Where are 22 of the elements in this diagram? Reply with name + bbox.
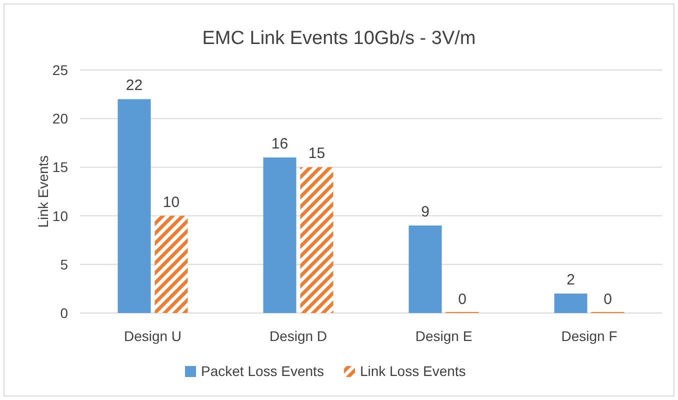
axis-tick-label: 10 <box>52 208 68 224</box>
data-label: 16 <box>271 135 288 152</box>
category-label: Design E <box>415 328 472 344</box>
axis-tick-label: 0 <box>60 305 68 321</box>
data-label: 0 <box>458 291 466 308</box>
legend-label: Link Loss Events <box>360 363 466 379</box>
axis-tick-label: 25 <box>52 62 68 78</box>
axis-tick-label: 15 <box>52 159 68 176</box>
category-label: Design F <box>561 328 618 344</box>
data-label: 0 <box>604 291 612 308</box>
axis-tick-label: 20 <box>52 110 68 127</box>
category-label: Design D <box>269 328 328 344</box>
axis-tick-label: 5 <box>60 256 68 272</box>
data-label: 22 <box>126 77 143 94</box>
data-label: 9 <box>421 204 430 221</box>
data-label: 10 <box>162 194 180 211</box>
category-label: Design U <box>124 328 182 344</box>
chart-title: EMC Link Events 10Gb/s - 3V/m <box>202 28 476 49</box>
legend-label: Packet Loss Events <box>201 363 324 379</box>
data-label: 15 <box>308 145 326 162</box>
axis-title: Link Events <box>35 155 51 228</box>
data-label: 2 <box>566 272 575 289</box>
